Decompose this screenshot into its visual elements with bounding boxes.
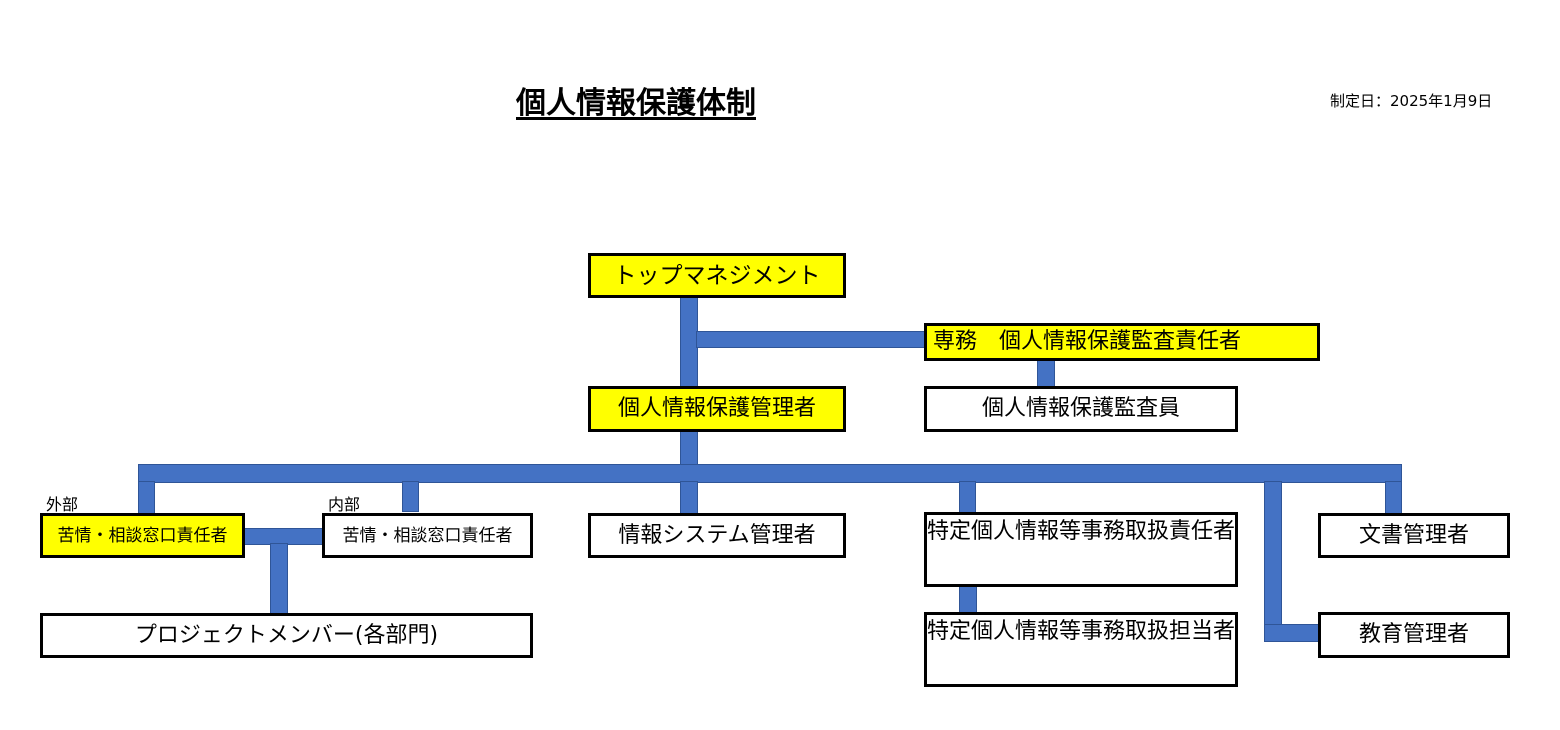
box-specific-personal-info-staff-label: 特定個人情報等事務取扱担当者 xyxy=(927,619,1236,644)
box-education-manager-label: 教育管理者 xyxy=(1358,622,1469,647)
connector-manager-vertical xyxy=(680,430,698,466)
box-top-management-label: トップマネジメント xyxy=(613,262,821,289)
box-auditor: 個人情報保護監査員 xyxy=(924,386,1238,432)
box-complaint-external-label: 苦情・相談窓口責任者 xyxy=(57,525,228,546)
connector-audit-to-auditor xyxy=(1037,358,1055,388)
connector-drop-education-horizontal xyxy=(1264,624,1320,642)
box-complaint-internal: 苦情・相談窓口責任者 xyxy=(322,513,533,558)
connector-drop-education-vertical xyxy=(1264,481,1282,642)
box-specific-personal-info-responsible: 特定個人情報等事務取扱責任者 xyxy=(924,512,1238,587)
box-system-manager: 情報システム管理者 xyxy=(588,513,846,558)
box-document-manager-label: 文書管理者 xyxy=(1358,522,1469,548)
box-audit-manager: 専務 個人情報保護監査責任者 xyxy=(924,323,1320,361)
label-internal: 内部 xyxy=(328,495,361,514)
connector-drop-internal xyxy=(402,481,419,512)
connector-to-project-members xyxy=(270,543,288,615)
page-title: 個人情報保護体制 xyxy=(516,86,756,121)
box-specific-personal-info-staff: 特定個人情報等事務取扱担当者 xyxy=(924,612,1238,687)
box-document-manager: 文書管理者 xyxy=(1318,513,1510,558)
established-date: 制定日：2025年1月9日 xyxy=(1330,92,1493,110)
connector-main-horizontal xyxy=(138,464,1402,483)
label-external: 外部 xyxy=(46,495,79,514)
box-project-members: プロジェクトメンバー(各部門) xyxy=(40,613,533,658)
connector-drop-system xyxy=(680,481,698,515)
box-auditor-label: 個人情報保護監査員 xyxy=(981,396,1180,421)
box-system-manager-label: 情報システム管理者 xyxy=(618,522,816,548)
box-education-manager: 教育管理者 xyxy=(1318,612,1510,658)
box-complaint-external: 苦情・相談窓口責任者 xyxy=(40,513,245,558)
connector-drop-external xyxy=(138,481,155,515)
box-complaint-internal-label: 苦情・相談窓口責任者 xyxy=(342,525,513,546)
box-top-management: トップマネジメント xyxy=(588,253,846,298)
box-protection-manager-label: 個人情報保護管理者 xyxy=(617,396,816,421)
connector-drop-specific xyxy=(959,481,976,515)
box-project-members-label: プロジェクトメンバー(各部門) xyxy=(134,622,439,648)
box-specific-personal-info-responsible-label: 特定個人情報等事務取扱責任者 xyxy=(927,519,1236,544)
connector-drop-document xyxy=(1385,481,1402,515)
box-audit-manager-label: 専務 個人情報保護監査責任者 xyxy=(933,329,1242,354)
connector-specific-to-staff xyxy=(959,585,977,615)
connector-to-audit-manager xyxy=(696,331,926,348)
box-protection-manager: 個人情報保護管理者 xyxy=(588,386,846,432)
